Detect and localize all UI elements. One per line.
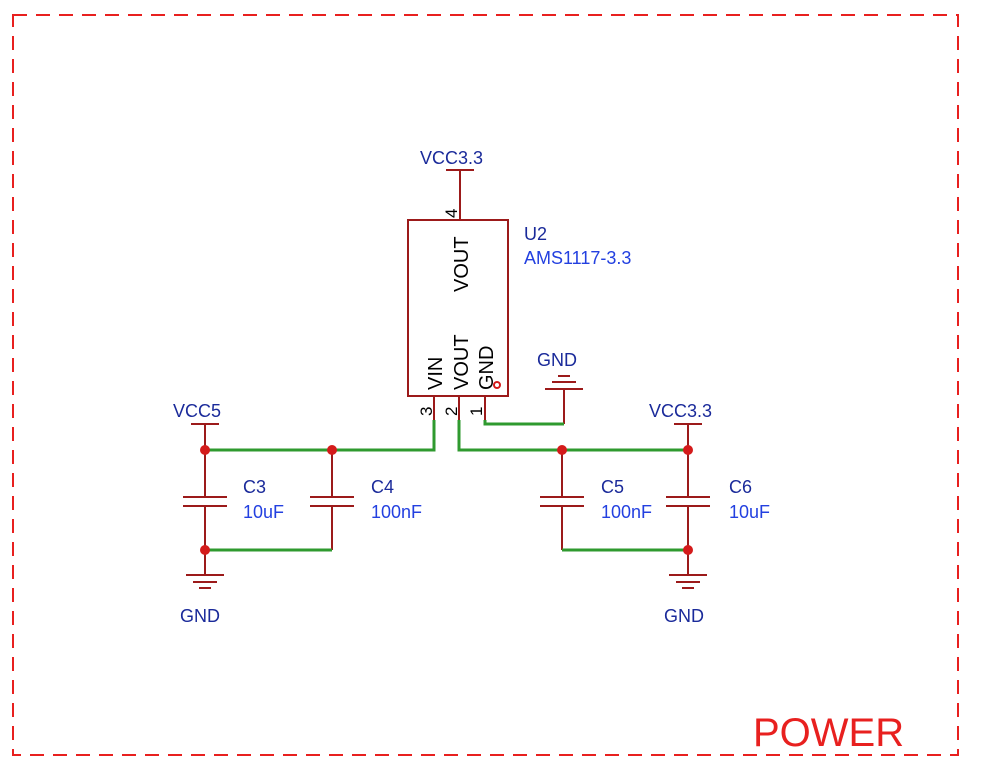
c6-reference: C6 [729,477,752,497]
vcc33-right-label: VCC3.3 [649,401,712,421]
junction-dot [683,545,693,555]
wire-vin-net[interactable] [205,420,436,452]
vcc33-top-power-symbol[interactable]: VCC3.3 [420,148,483,196]
u2-reference: U2 [524,224,547,244]
c3-value: 10uF [243,502,284,522]
junctions [200,445,693,555]
gnd-left-label: GND [180,606,220,626]
wire-vout-net[interactable] [457,420,688,452]
junction-dot [557,445,567,455]
u2-value: AMS1117-3.3 [524,248,631,268]
u2-pin2-name: VOUT [451,334,473,390]
power-frame-border [12,14,959,756]
c5-reference: C5 [601,477,624,497]
capacitor-c4[interactable]: C4 100nF [310,450,422,550]
vcc33-right-power-symbol[interactable]: VCC3.3 [649,401,712,450]
u2-pin4-number: 4 [442,209,461,218]
u2-pin1-marker [493,381,501,389]
gnd-left-symbol[interactable]: GND [180,550,224,626]
gnd-u2-symbol[interactable]: GND [537,350,583,424]
gnd-u2-label: GND [537,350,577,370]
u2-pin1-number: 1 [467,407,486,416]
c5-value: 100nF [601,502,652,522]
c4-reference: C4 [371,477,394,497]
capacitor-c6[interactable]: C6 10uF [666,450,770,550]
vcc5-power-symbol[interactable]: VCC5 [173,401,221,450]
u2-pin3-number: 3 [417,407,436,416]
c3-reference: C3 [243,477,266,497]
gnd-right-label: GND [664,606,704,626]
gnd-right-symbol[interactable]: GND [664,550,707,626]
capacitor-c5[interactable]: C5 100nF [540,450,652,550]
junction-dot [200,445,210,455]
wires [205,420,688,552]
frame-title: POWER [753,711,904,755]
junction-dot [683,445,693,455]
c4-value: 100nF [371,502,422,522]
u2-pin2-number: 2 [442,407,461,416]
u2-regulator[interactable]: 4 VOUT VIN VOUT GND 3 2 1 U2 AMS1117-3.3 [407,196,631,420]
u2-pin4-name: VOUT [451,236,473,292]
c6-value: 10uF [729,502,770,522]
wire-u2-gnd[interactable] [483,420,564,426]
u2-pin1-name: GND [476,346,498,390]
junction-dot [327,445,337,455]
vcc33-top-label: VCC3.3 [420,148,483,168]
vcc5-label: VCC5 [173,401,221,421]
junction-dot [200,545,210,555]
capacitor-c3[interactable]: C3 10uF [183,450,284,550]
u2-pin3-name: VIN [425,357,447,390]
